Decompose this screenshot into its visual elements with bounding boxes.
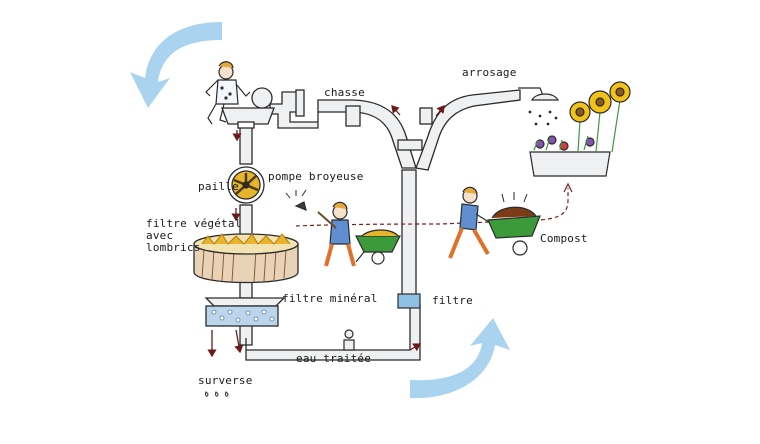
shower-head-icon	[518, 87, 559, 101]
sparkle-icon	[285, 189, 307, 199]
pipe-icon	[239, 89, 521, 361]
label-eau-traitee: eau traitée	[296, 352, 372, 365]
water-drops-icon	[528, 110, 558, 126]
wheelbarrow-icon	[487, 206, 541, 256]
valve-icon	[343, 329, 355, 351]
person-icon	[205, 61, 251, 125]
mineral-filter-icon	[204, 297, 286, 327]
flower-box-icon	[529, 81, 631, 177]
label-paille: paille	[198, 180, 239, 193]
wheelbarrow-icon	[355, 229, 401, 265]
water-drops-icon	[204, 391, 229, 397]
label-pompe-broyeuse: pompe broyeuse	[268, 170, 364, 183]
label-chasse: chasse	[324, 86, 365, 99]
cycle-arrow-icon	[410, 318, 510, 399]
person-icon	[294, 201, 356, 267]
label-filtre-vegetal: filtre végétal avec lombrics	[146, 217, 242, 254]
label-surverse: surverse	[198, 374, 253, 387]
compost-path	[295, 188, 569, 227]
toilet-icon	[221, 87, 275, 129]
label-filtre: filtre	[432, 294, 473, 307]
plant-filter-icon	[193, 233, 299, 284]
label-compost: Compost	[540, 232, 588, 245]
label-filtre-mineral: filtre minéral	[282, 292, 378, 305]
cycle-arrow-icon	[130, 22, 222, 108]
flow-arrows	[207, 104, 445, 358]
label-arrosage: arrosage	[462, 66, 517, 79]
sparkle-icon	[501, 192, 528, 203]
pump-icon	[227, 166, 265, 204]
filter-icon	[397, 293, 421, 309]
